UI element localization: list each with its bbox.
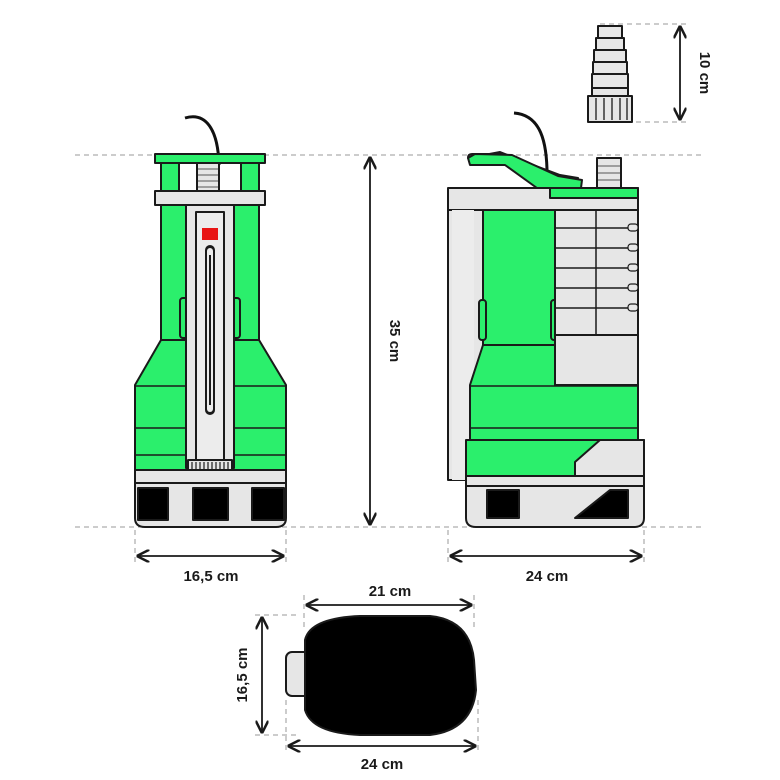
motor-housing xyxy=(482,209,556,346)
height-label: 35 cm xyxy=(386,320,403,363)
intake-slot-2 xyxy=(192,487,229,521)
base-band xyxy=(134,469,287,484)
collar xyxy=(154,190,266,206)
hose-connector xyxy=(587,25,633,123)
pump-front-view xyxy=(134,115,287,528)
side-width-label: 24 cm xyxy=(526,568,569,585)
dimension-arrows xyxy=(138,27,680,746)
float-indicator-red xyxy=(202,228,218,240)
pump-side-view xyxy=(447,111,645,528)
footprint xyxy=(304,615,478,736)
connector-height-label: 10 cm xyxy=(696,52,713,95)
intake-slot-2 xyxy=(574,489,629,519)
top-cap xyxy=(154,153,266,164)
intake-slot-3 xyxy=(251,487,285,521)
pump-top-view xyxy=(285,615,478,736)
base-band xyxy=(465,475,645,487)
top-depth-label: 24 cm xyxy=(361,756,404,773)
outlet-thread xyxy=(196,162,220,194)
front-width-label: 16,5 cm xyxy=(183,568,238,585)
intake-slot-1 xyxy=(486,489,520,519)
top-width-label: 16,5 cm xyxy=(234,647,251,702)
top-length-label: 21 cm xyxy=(369,583,412,600)
connector-nut xyxy=(587,95,633,123)
intake-slot-1 xyxy=(137,487,169,521)
